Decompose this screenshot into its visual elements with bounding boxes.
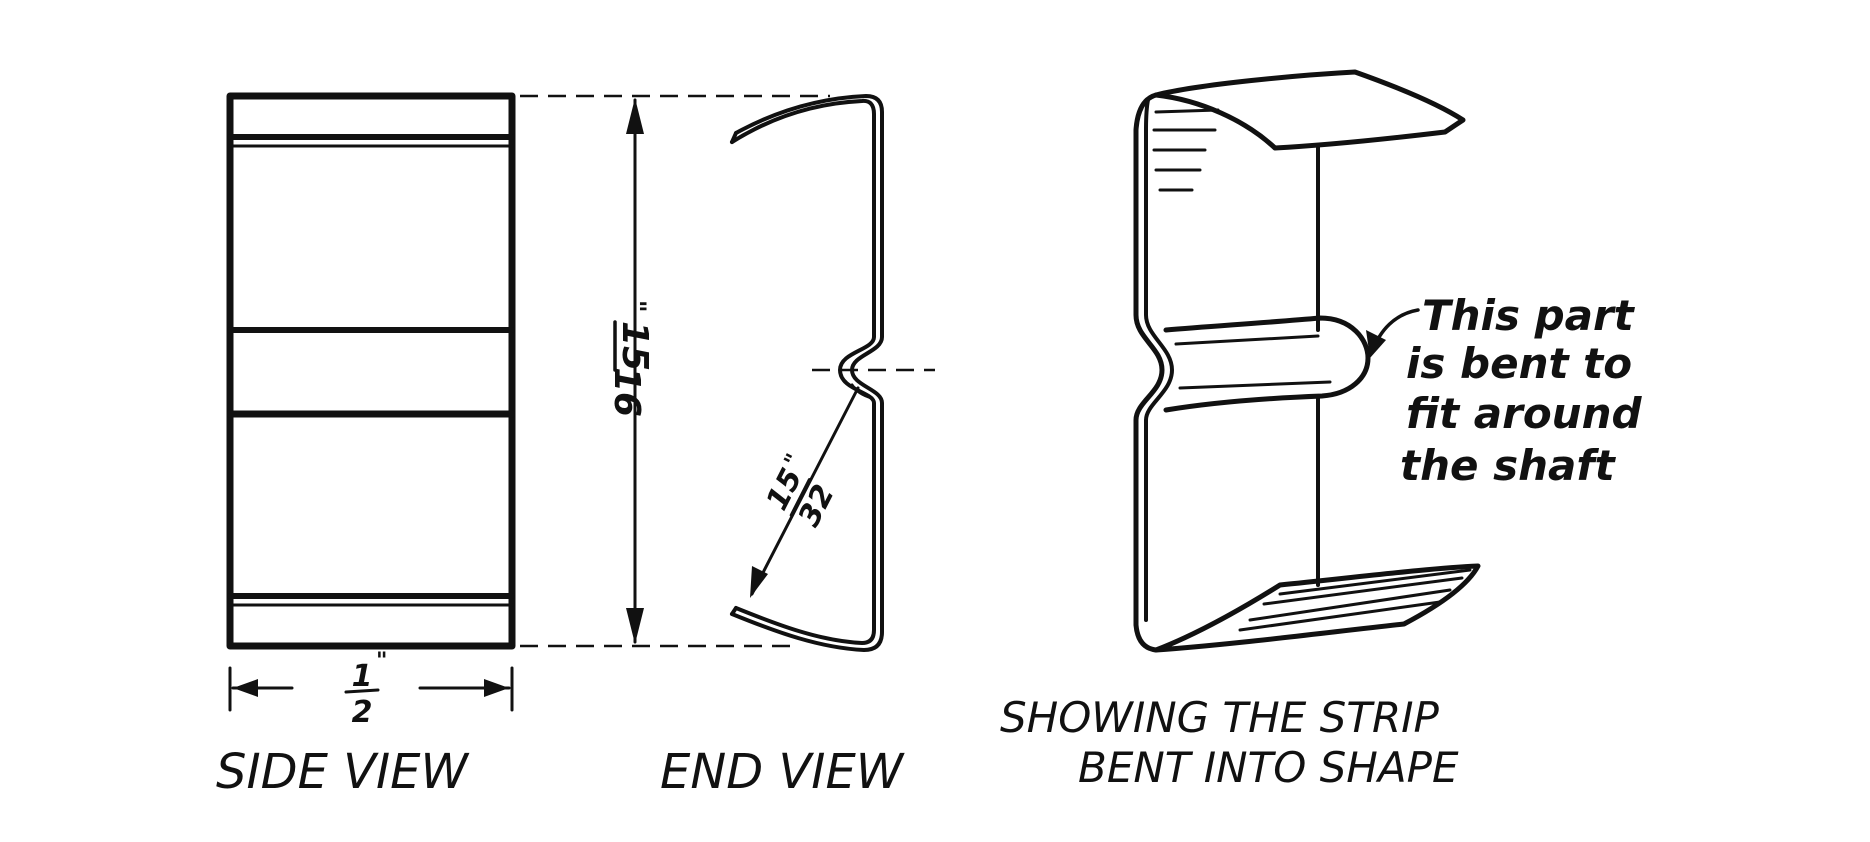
end-view-bottom-end xyxy=(730,606,738,616)
width-dim-denominator: 2 xyxy=(352,695,373,730)
bottom-shade-4 xyxy=(1278,568,1472,596)
bottom-flap xyxy=(1153,563,1481,653)
height-dim-denominator: 16 xyxy=(606,367,647,417)
note-line-2: is bent to xyxy=(1406,339,1632,388)
end-view-strip-outer xyxy=(730,98,876,645)
shaft-bend xyxy=(1163,315,1371,413)
end-view: 15 16 " 15 32 " END VIEW xyxy=(606,94,905,800)
note-line-1: This part xyxy=(1422,291,1636,340)
radius-dim-fraction-bar xyxy=(789,478,811,517)
perspective-view: This part is bent to fit around the shaf… xyxy=(1000,69,1642,792)
end-view-bend-mark xyxy=(850,383,874,400)
side-view: 1 2 " SIDE VIEW xyxy=(216,92,516,800)
side-view-caption: SIDE VIEW xyxy=(216,744,469,800)
width-dim-left-arrow xyxy=(233,679,258,697)
inner-spine xyxy=(1144,98,1174,622)
side-view-outline xyxy=(226,92,516,650)
bottom-shade-1 xyxy=(1248,588,1452,622)
note-line-4: the shaft xyxy=(1400,441,1617,490)
end-view-strip-inner xyxy=(730,94,884,652)
height-dim-unit: " xyxy=(623,300,651,313)
top-shade-1 xyxy=(1154,108,1220,114)
height-dim-label: 15 16 " xyxy=(606,300,655,417)
width-dim-unit: " xyxy=(376,649,387,674)
width-dim-right-arrow xyxy=(484,679,509,697)
shaft-bend-shade-2 xyxy=(1178,380,1332,390)
end-view-top-end xyxy=(730,131,738,144)
width-dim-fraction-bar xyxy=(344,688,380,694)
outer-spine xyxy=(1133,92,1165,653)
top-flap xyxy=(1153,69,1466,151)
bottom-shade-3 xyxy=(1262,576,1464,606)
bottom-shade-2 xyxy=(1238,600,1442,632)
height-dim-numerator: 15 xyxy=(614,321,655,371)
height-dim-bottom-arrow xyxy=(626,608,644,644)
height-dim-top-arrow xyxy=(626,98,644,134)
shaft-bend-shade-1 xyxy=(1174,334,1320,346)
end-view-caption: END VIEW xyxy=(660,744,905,800)
note-line-3: fit around xyxy=(1406,389,1642,438)
note-leader-arrow xyxy=(1366,330,1386,358)
perspective-caption-line-2: BENT INTO SHAPE xyxy=(1078,743,1459,792)
width-dim-numerator: 1 xyxy=(352,659,373,694)
radius-dim-arrow xyxy=(750,566,768,598)
perspective-caption-line-1: SHOWING THE STRIP xyxy=(1000,693,1440,742)
radius-dim-label: 15 32 " xyxy=(760,450,842,532)
